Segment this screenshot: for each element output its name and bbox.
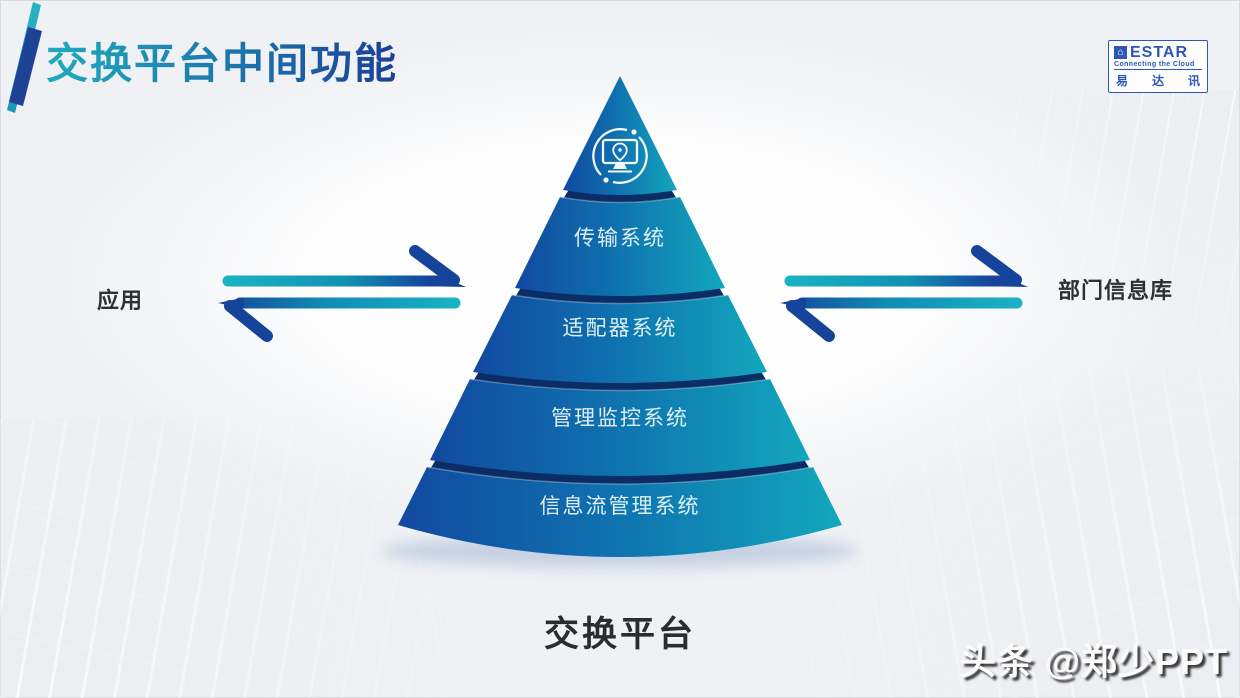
logo-tagline: Connecting the Cloud: [1114, 61, 1202, 70]
pyramid-tier-label-4: 信息流管理系统: [539, 495, 701, 518]
logo-box: ⌂ ESTAR Connecting the Cloud 易 达 讯: [1108, 40, 1208, 93]
pyramid-tier-label-1: 传输系统: [574, 227, 666, 250]
monitor-location-sync-icon: [592, 128, 648, 184]
pyramid-tier-2-shape: [473, 295, 767, 383]
exchange-arrows-left-icon: [218, 251, 466, 336]
pyramid-tier-3-shape: [430, 379, 810, 476]
exchange-arrows-right-icon: [780, 251, 1028, 336]
pyramid-tier-label-3: 管理监控系统: [551, 407, 689, 430]
pyramid-apex-shape: [563, 76, 677, 195]
watermark-text: 头条 @郑少PPT: [959, 641, 1228, 682]
logo-chinese-name: 易 达 讯: [1116, 74, 1200, 88]
title-slash-icon: [7, 2, 42, 113]
tier-highlights: [426, 196, 814, 485]
pyramid-tier-label-2: 适配器系统: [562, 317, 678, 340]
flow-label-left: 应用: [96, 288, 143, 313]
flow-label-right: 部门信息库: [1058, 278, 1174, 303]
pyramid-tier-4-shape: [398, 467, 842, 557]
pyramid-tier-1-shape: [515, 197, 725, 296]
platform-label: 交换平台: [543, 615, 696, 654]
logo-building-icon: ⌂: [1114, 46, 1127, 59]
page-title: 交换平台中间功能: [46, 30, 398, 91]
logo-name: ESTAR: [1130, 44, 1189, 61]
